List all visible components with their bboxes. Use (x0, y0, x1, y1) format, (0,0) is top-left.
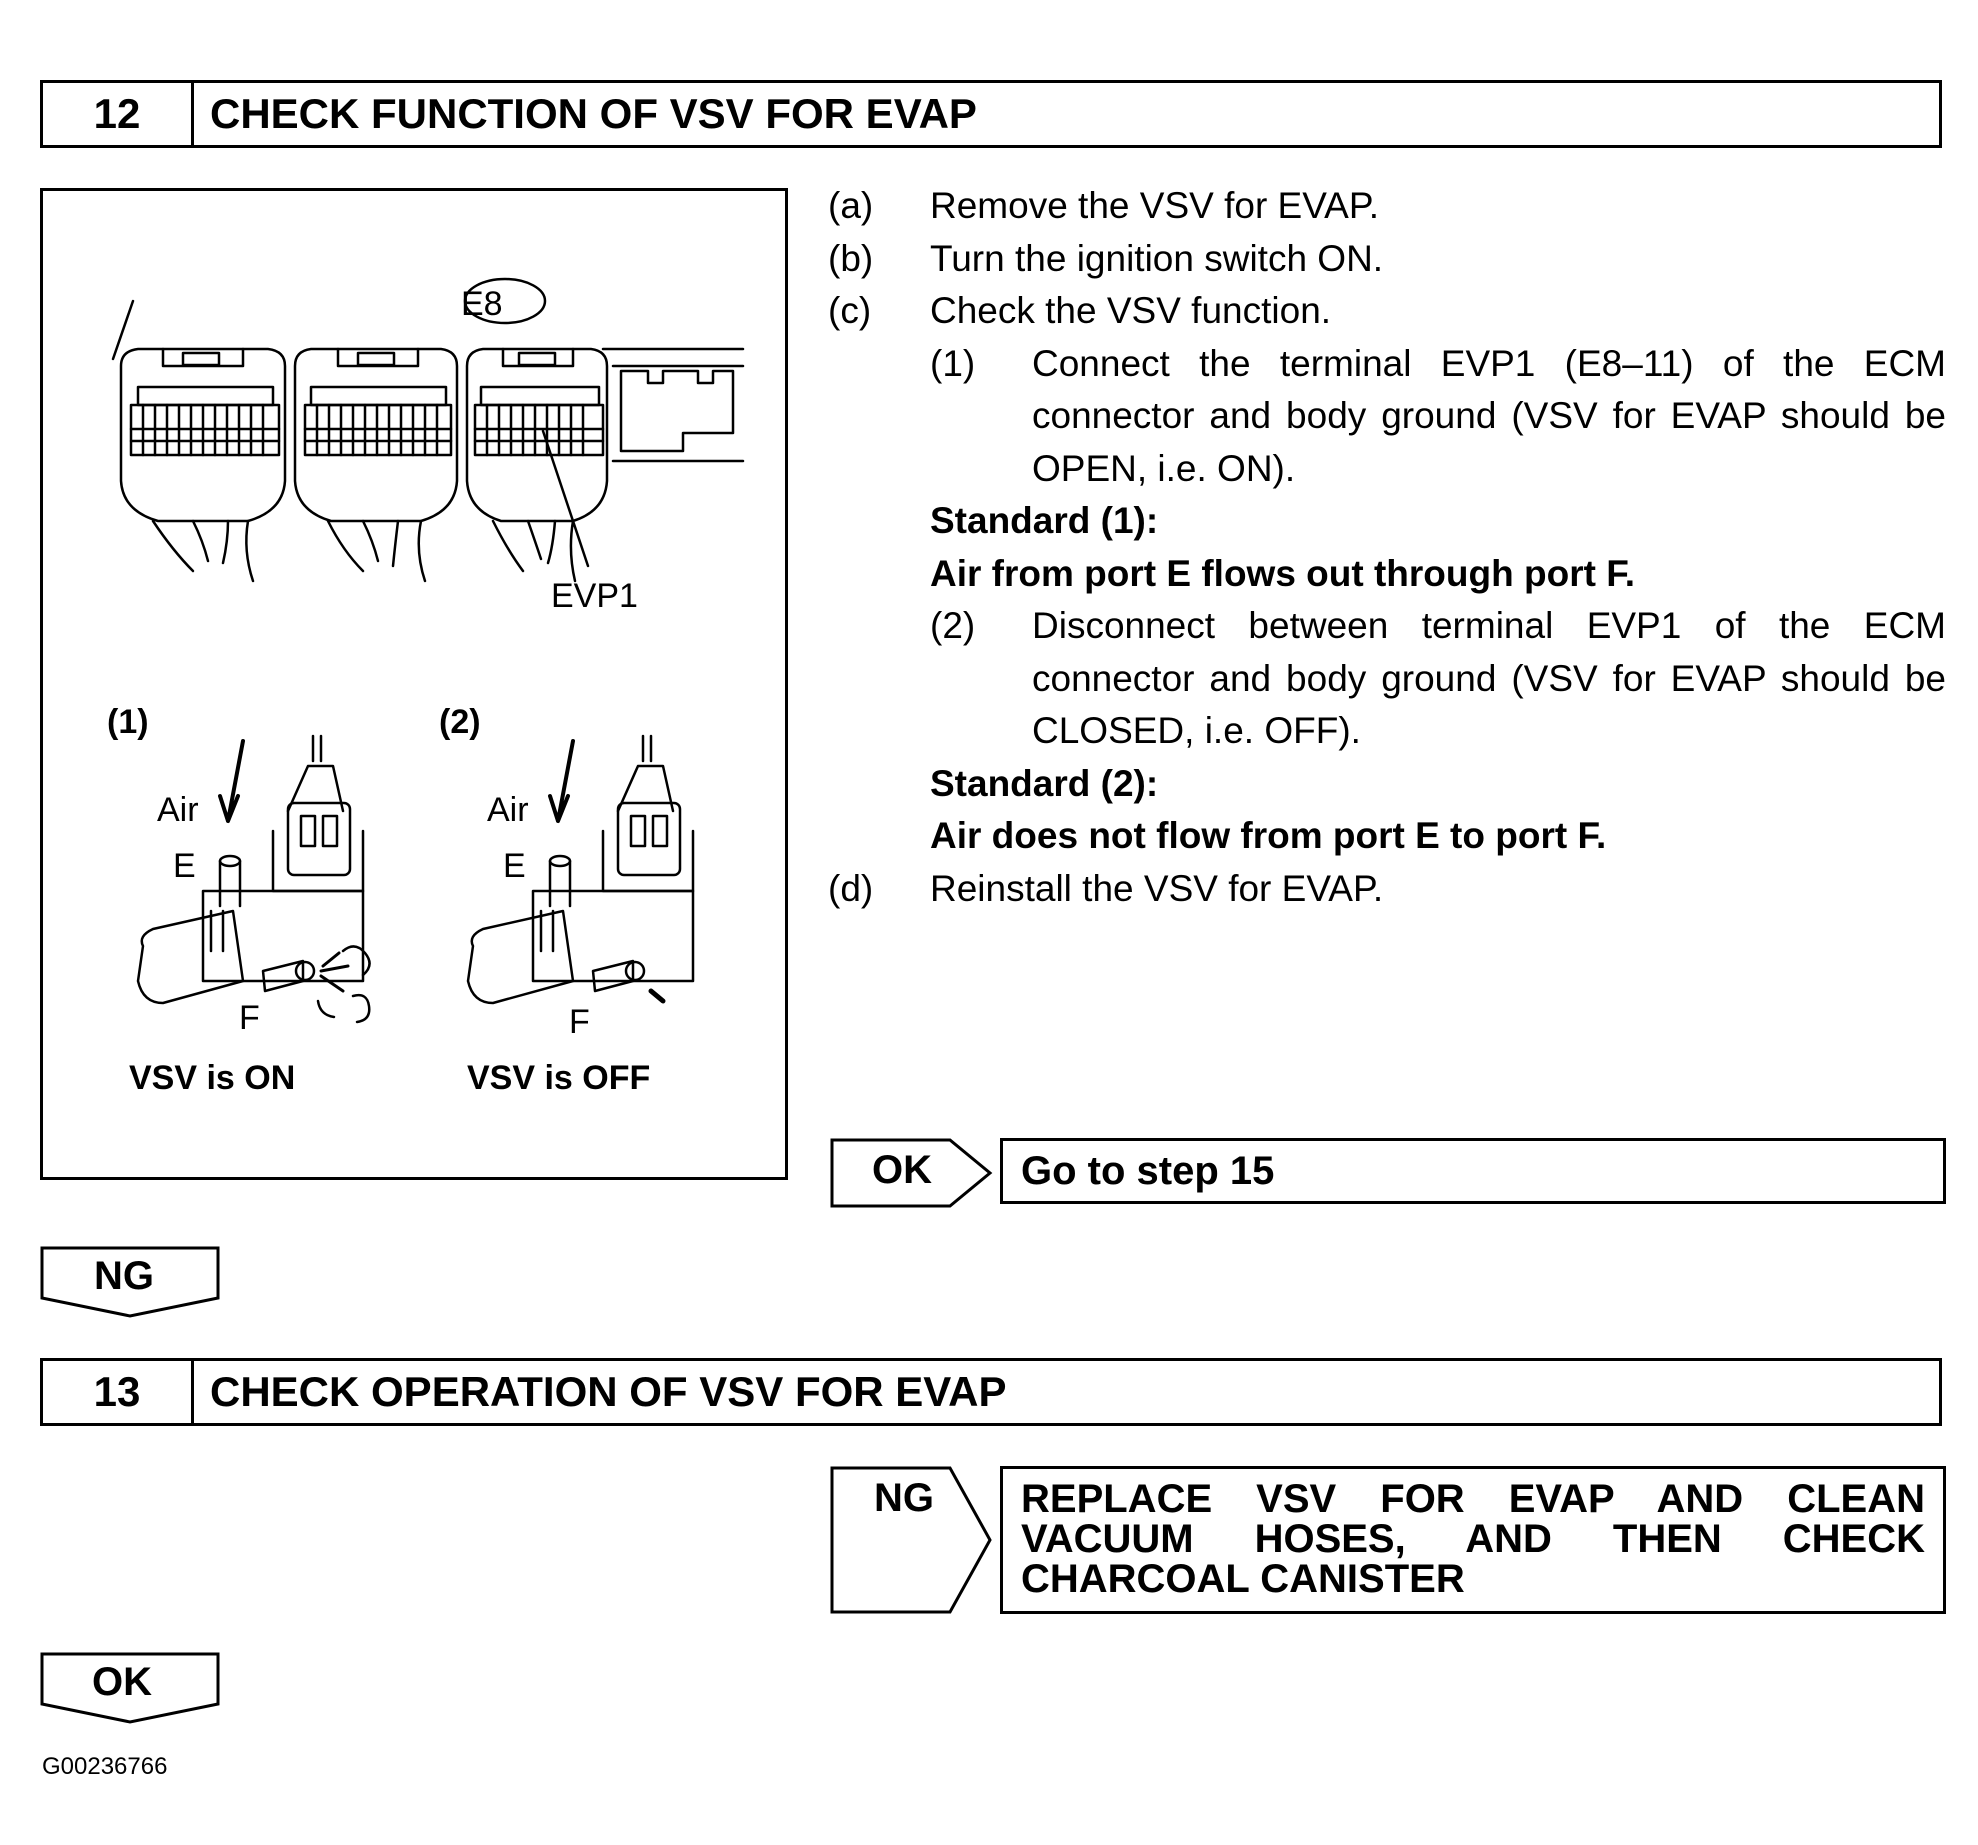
instruction-marker: (a) (828, 185, 874, 226)
step-number: 13 (43, 1361, 194, 1423)
step-title: CHECK FUNCTION OF VSV FOR EVAP (210, 90, 977, 137)
ng-result-line-3: CHARCOAL CANISTER (1021, 1557, 1465, 1601)
ng-down-arrow-shape (40, 1246, 220, 1318)
standard-1-text: Air from port E flows out through port F… (930, 552, 1635, 594)
ok-result-box: Go to step 15 (1000, 1138, 1946, 1204)
instruction-c1: (1) Connect the terminal EVP1 (E8–11) of… (828, 338, 1946, 496)
step-13-header: 13 CHECK OPERATION OF VSV FOR EVAP (40, 1358, 1942, 1426)
panel-1-number: (1) (107, 703, 149, 741)
ng-result-box: REPLACE VSV FOR EVAP AND CLEAN VACUUM HO… (1000, 1466, 1946, 1614)
leader-line (111, 299, 135, 361)
ok-arrow-shape (830, 1138, 993, 1208)
connector-e8-label: E8 (461, 285, 503, 323)
instruction-text: Reinstall the VSV for EVAP. (930, 867, 1384, 909)
step-12-header: 12 CHECK FUNCTION OF VSV FOR EVAP (40, 80, 1942, 148)
port-f-label-2: F (569, 1003, 590, 1041)
ng-arrow-label: NG (874, 1476, 934, 1520)
ok-result-text: Go to step 15 (1021, 1148, 1275, 1193)
instruction-text: Disconnect between terminal EVP1 of the … (1032, 605, 1946, 751)
e8-oval (463, 277, 547, 325)
panel-2-number: (2) (439, 703, 481, 741)
instruction-d: (d) Reinstall the VSV for EVAP. (828, 863, 1946, 916)
vsv-off-caption: VSV is OFF (467, 1059, 651, 1097)
vsv-on-drawing (136, 734, 371, 1024)
standard-1-label: Standard (1): (930, 500, 1159, 541)
standard-2-label: Standard (2): (930, 762, 1159, 804)
evp1-terminal-label: EVP1 (551, 577, 638, 615)
evp1-leader-line (541, 429, 590, 568)
ecm-housing (601, 347, 745, 463)
figure-code: G00236766 (42, 1753, 168, 1780)
ng-arrow-shape (830, 1466, 992, 1614)
instruction-a: (a) Remove the VSV for EVAP. (828, 180, 1946, 233)
instruction-text: Remove the VSV for EVAP. (930, 185, 1380, 226)
instructions: (a) Remove the VSV for EVAP. (b) Turn th… (828, 180, 1946, 915)
ng-result-line-1: REPLACE VSV FOR EVAP AND CLEAN (1021, 1477, 1925, 1521)
instruction-marker: (1) (930, 342, 976, 384)
instruction-text: Connect the terminal EVP1 (E8–11) of the… (1032, 342, 1946, 489)
instruction-b: (b) Turn the ignition switch ON. (828, 233, 1946, 286)
instruction-text: Turn the ignition switch ON. (930, 237, 1384, 279)
ok-down-arrow-shape (40, 1652, 220, 1724)
vsv-illustration (111, 277, 745, 1024)
instruction-text: Check the VSV function. (930, 290, 1332, 331)
standard-2-text: Air does not flow from port E to port F. (930, 815, 1607, 856)
ecm-connector-2 (293, 347, 459, 583)
step-number: 12 (43, 83, 194, 145)
instruction-marker: (d) (828, 867, 874, 909)
instruction-marker: (b) (828, 237, 874, 279)
instruction-marker: (2) (930, 605, 976, 646)
instruction-c2: (2) Disconnect between terminal EVP1 of … (828, 600, 1946, 758)
ecm-connector-3 (465, 347, 609, 583)
ok-arrow-label: OK (872, 1148, 932, 1192)
ecm-connector-1 (119, 347, 287, 583)
air-label-1: Air (157, 791, 199, 829)
port-f-label-1: F (239, 999, 260, 1037)
ok-flow-label: OK (92, 1660, 152, 1704)
vsv-off-drawing (466, 734, 695, 1005)
ng-result-line-2: VACUUM HOSES, AND THEN CHECK (1021, 1517, 1925, 1561)
ng-flow-label: NG (94, 1254, 154, 1298)
step-title: CHECK OPERATION OF VSV FOR EVAP (210, 1368, 1007, 1415)
port-e-label-1: E (173, 847, 196, 885)
instruction-marker: (c) (828, 290, 872, 331)
port-e-label-2: E (503, 847, 526, 885)
illustration-panel: E8 EVP1 (1) (2) Air Air E E F F VSV is O… (40, 188, 788, 1180)
instruction-c: (c) Check the VSV function. (828, 285, 1946, 338)
air-label-2: Air (487, 791, 529, 829)
vsv-on-caption: VSV is ON (129, 1059, 296, 1097)
